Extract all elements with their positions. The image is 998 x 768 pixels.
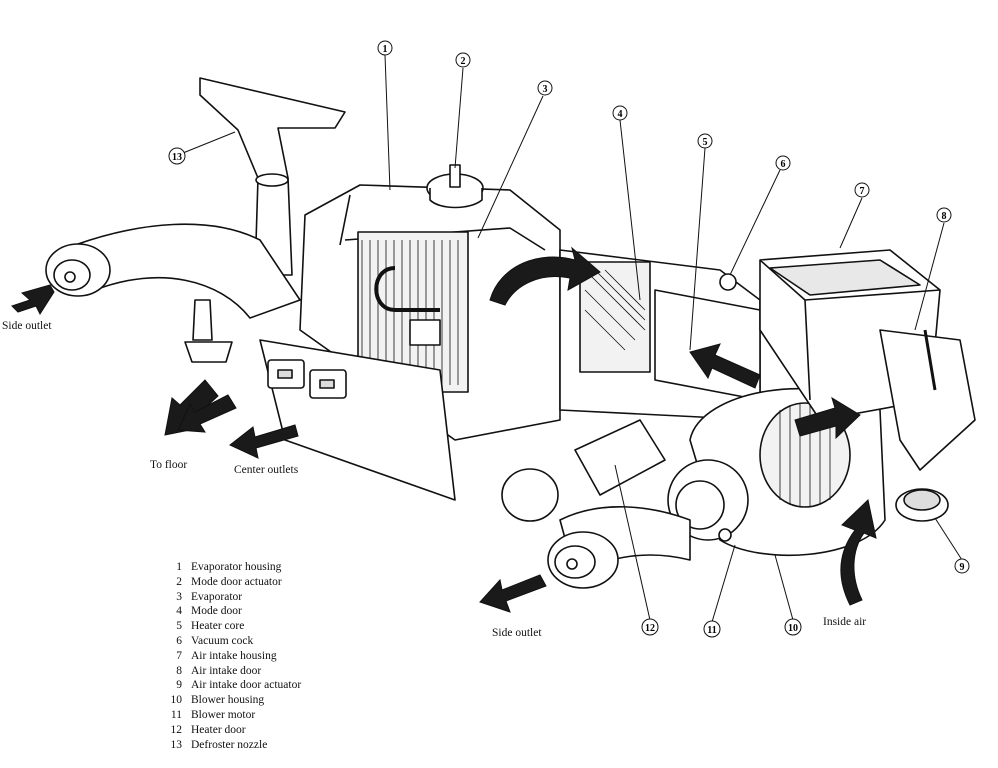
callout-1: 1 — [377, 40, 393, 56]
arrow-blower-flow — [794, 396, 861, 440]
svg-text:10: 10 — [788, 623, 798, 634]
callout-10: 10 — [784, 618, 802, 636]
svg-text:3: 3 — [543, 84, 548, 95]
label-side-outlet-left: Side outlet — [2, 320, 52, 332]
svg-text:2: 2 — [461, 56, 466, 67]
label-inside-air: Inside air — [823, 616, 867, 628]
svg-text:11: 11 — [707, 625, 716, 636]
bottom-side-duct — [501, 468, 691, 589]
callout-3: 3 — [537, 80, 553, 96]
callout-13: 13 — [168, 147, 186, 165]
callout-2: 2 — [455, 52, 471, 68]
arrow-side-outlet-left — [11, 284, 55, 316]
svg-text:5: 5 — [703, 137, 708, 148]
callout-8: 8 — [936, 207, 952, 223]
heater-door — [574, 419, 666, 496]
svg-text:13: 13 — [172, 152, 182, 163]
callout-lines — [177, 54, 963, 623]
svg-text:4: 4 — [618, 109, 623, 120]
svg-text:6: 6 — [781, 159, 786, 170]
arrow-center-outlets — [229, 424, 299, 459]
arrow-side-outlet-bottom — [479, 574, 547, 613]
arrow-to-floor-2 — [177, 394, 237, 433]
label-side-outlet-bottom: Side outlet — [492, 627, 542, 639]
svg-text:7: 7 — [860, 186, 865, 197]
callout-11: 11 — [703, 620, 721, 638]
label-to-floor: To floor — [150, 459, 188, 471]
defroster-nozzle — [199, 77, 346, 276]
callout-4: 4 — [612, 105, 628, 121]
arrow-inside-air — [840, 499, 877, 606]
arrow-evaporator-flow — [489, 246, 601, 306]
callout-9: 9 — [954, 558, 970, 574]
callout-7: 7 — [854, 182, 870, 198]
svg-text:1: 1 — [383, 44, 388, 55]
arrow-heater-flow — [689, 343, 761, 389]
svg-text:12: 12 — [645, 623, 655, 634]
svg-text:9: 9 — [960, 562, 965, 573]
callout-markers: 1 2 3 4 5 6 7 8 9 10 11 12 13 — [168, 40, 970, 638]
label-center-outlets: Center outlets — [234, 464, 299, 476]
left-side-duct — [45, 223, 301, 363]
air-intake-door-actuator — [879, 329, 976, 522]
airflow-arrows — [11, 246, 877, 613]
svg-text:8: 8 — [942, 211, 947, 222]
center-outlet-panel — [259, 339, 456, 501]
callout-5: 5 — [697, 133, 713, 149]
blower-housing — [667, 387, 886, 557]
callout-12: 12 — [641, 618, 659, 636]
callout-6: 6 — [775, 155, 791, 171]
